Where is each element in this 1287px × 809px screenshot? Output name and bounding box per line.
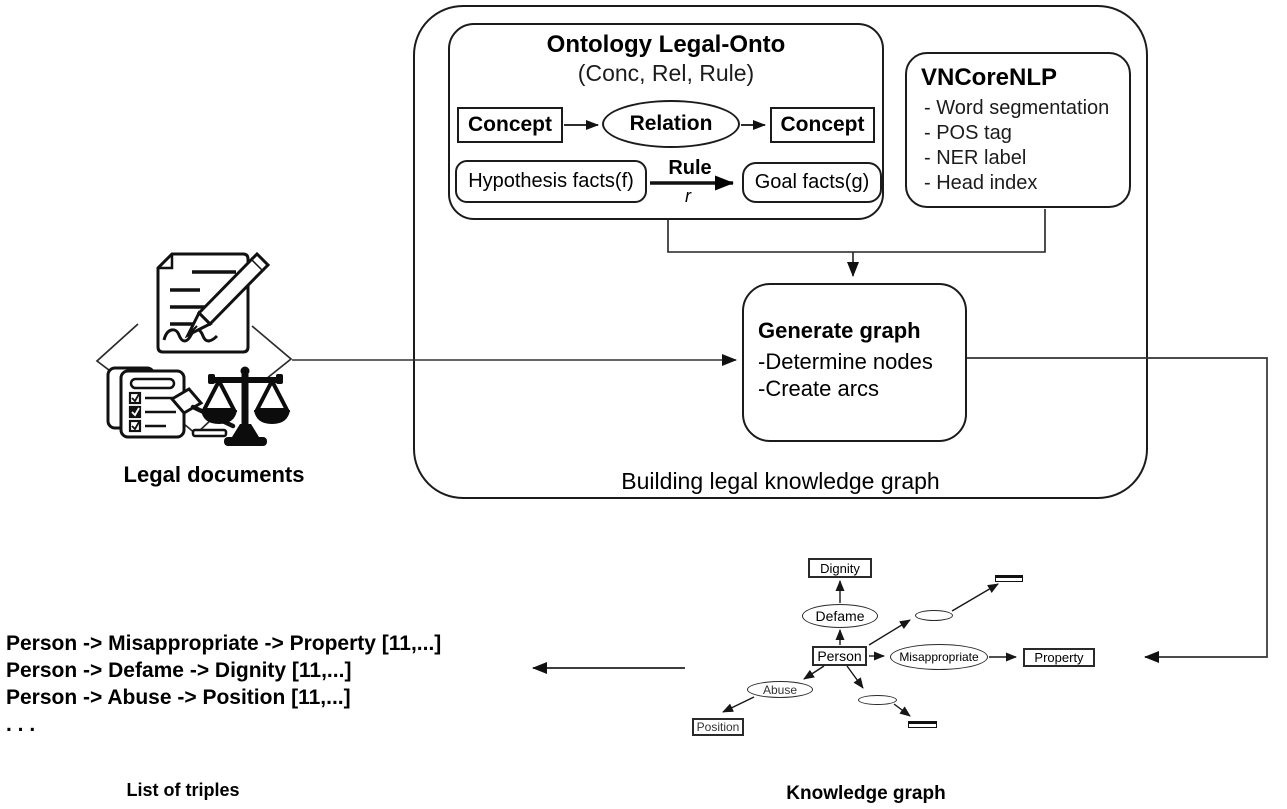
rule-r-label: r: [685, 186, 691, 206]
checklist-gavel-icon: [106, 366, 236, 439]
vncorenlp-item: - Word segmentation: [924, 97, 1110, 119]
vncorenlp-item: - NER label: [924, 147, 1027, 169]
knowledge-graph-caption: Knowledge graph: [786, 783, 946, 804]
document-pen-icon: [156, 251, 271, 354]
generate-graph-box: [742, 283, 967, 442]
scales-icon: [200, 366, 291, 446]
kg-edge-person-ellipse-bottom: [846, 665, 864, 689]
angle-bracket-left-icon: [95, 323, 139, 390]
building-kg-label: Building legal knowledge graph: [621, 468, 940, 494]
relation-ellipse: Relation: [602, 100, 740, 148]
triples-caption: List of triples: [126, 780, 240, 800]
ontology-title: Ontology Legal-Onto: [546, 31, 786, 58]
hypothesis-box: Hypothesis facts(f): [455, 160, 647, 203]
generate-graph-title: Generate graph: [758, 318, 921, 343]
concept-box-left: Concept: [457, 107, 563, 143]
chevron-down-icon: [177, 417, 214, 436]
angle-bracket-right-icon: [251, 325, 293, 380]
angle-brackets: [95, 323, 293, 436]
kg-node-empty-bar-top: [995, 575, 1023, 582]
rule-label: Rule: [668, 157, 712, 179]
vncorenlp-item: - POS tag: [924, 122, 1012, 144]
legal-documents-label: Legal documents: [123, 462, 305, 487]
concept-box-right: Concept: [770, 107, 875, 143]
vncorenlp-item: - Head index: [924, 172, 1038, 194]
kg-edge-ellipse-bottom-bar: [893, 703, 911, 717]
kg-node-position: Position: [692, 718, 744, 736]
kg-edge-abuse-position: [722, 696, 755, 713]
kg-node-abuse: Abuse: [747, 681, 813, 698]
legal-documents-icon: [95, 251, 293, 446]
kg-node-misappropriate: Misappropriate: [890, 644, 988, 670]
vncorenlp-box: [905, 52, 1131, 208]
vncorenlp-title: VNCoreNLP: [921, 64, 1058, 91]
kg-edge-person-abuse: [803, 665, 825, 680]
generate-graph-item: -Create arcs: [758, 376, 880, 401]
kg-edge-ellipse-top-bar: [951, 583, 999, 612]
triple-line: Person -> Misappropriate -> Property [11…: [6, 632, 442, 655]
generate-graph-content: Generate graph -Determine nodes -Create …: [758, 317, 958, 402]
kg-node-empty-bar-bottom: [908, 721, 937, 728]
ontology-subtitle: (Conc, Rel, Rule): [577, 60, 755, 86]
triples-list: Person -> Misappropriate -> Property [11…: [6, 630, 546, 738]
kg-node-empty-ellipse-bottom: [858, 695, 897, 705]
kg-node-property: Property: [1023, 648, 1095, 667]
kg-node-person: Person: [812, 646, 867, 666]
kg-node-dignity: Dignity: [808, 558, 872, 578]
generate-graph-item: -Determine nodes: [758, 349, 933, 374]
vncorenlp-items: - Word segmentation - POS tag - NER labe…: [924, 96, 1124, 196]
triple-line: . . .: [6, 713, 36, 736]
kg-edge-person-ellipse-top: [868, 619, 911, 646]
triple-line: Person -> Abuse -> Position [11,...]: [6, 686, 351, 709]
kg-node-empty-ellipse-top: [915, 610, 953, 621]
triple-line: Person -> Defame -> Dignity [11,...]: [6, 659, 352, 682]
goal-box: Goal facts(g): [742, 162, 882, 203]
kg-node-defame: Defame: [802, 604, 878, 628]
